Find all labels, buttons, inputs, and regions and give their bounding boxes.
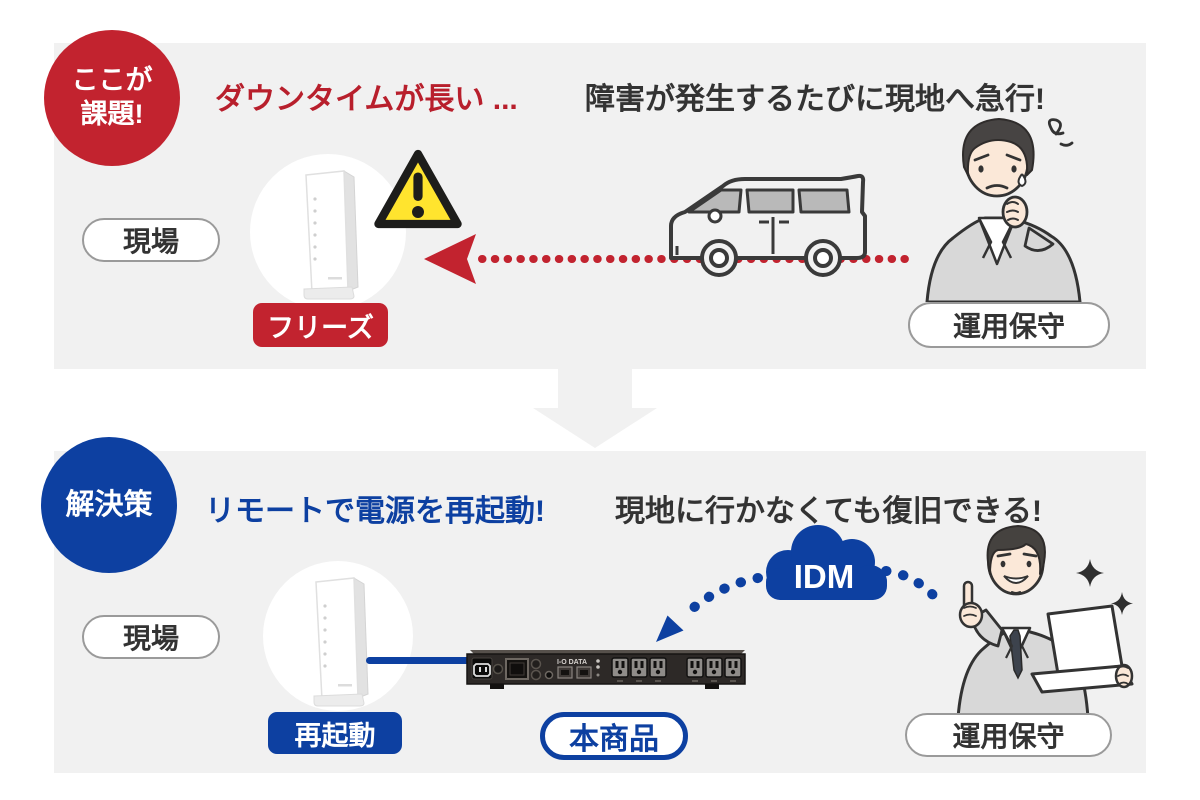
problem-badge-line1: ここが — [71, 65, 153, 96]
transition-down-arrow-icon — [533, 368, 657, 448]
idm-cloud-icon: IDM — [766, 525, 887, 600]
solution-badge: 解決策 — [41, 437, 177, 573]
product-pill: 本商品 — [540, 712, 688, 760]
outlet-group — [611, 657, 742, 682]
pdu-device-icon: I-O DATA — [466, 650, 746, 689]
warning-icon — [374, 149, 462, 229]
squiggle-icon — [1047, 118, 1074, 147]
ops-pill-problem: 運用保守 — [908, 302, 1110, 348]
sparkles-icon — [1076, 559, 1133, 615]
blue-dotted-arrow-right-icon — [881, 566, 947, 610]
restart-tag: 再起動 — [268, 712, 402, 754]
remote-recovery-heading: 現地に行かなくても復旧できる! — [615, 495, 1042, 528]
blue-dotted-arrow-left-icon — [656, 573, 763, 642]
ops-pill-solution: 運用保守 — [905, 713, 1112, 757]
remote-restart-heading: リモートで電源を再起動! — [205, 495, 545, 528]
freeze-tag: フリーズ — [253, 303, 388, 347]
router-icon-problem — [303, 170, 359, 300]
cloud-label: IDM — [794, 558, 855, 595]
dispatch-heading: 障害が発生するたびに現地へ急行! — [585, 83, 1045, 116]
pdu-brand-label: I-O DATA — [557, 659, 587, 666]
problem-badge: ここが 課題! — [44, 30, 180, 166]
downtime-heading: ダウンタイムが長い ... — [215, 83, 518, 116]
happy-worker-illustration — [956, 525, 1134, 718]
site-pill-problem: 現場 — [82, 218, 220, 262]
problem-badge-line2: 課題! — [80, 99, 144, 129]
red-dotted-arrow-icon — [424, 234, 910, 284]
router-icon-solution — [313, 577, 369, 707]
solution-badge-label: 解決策 — [65, 488, 153, 521]
site-pill-solution: 現場 — [82, 615, 220, 659]
car-icon — [669, 173, 867, 277]
power-cable-line — [366, 657, 470, 664]
worried-worker-illustration — [925, 118, 1082, 302]
